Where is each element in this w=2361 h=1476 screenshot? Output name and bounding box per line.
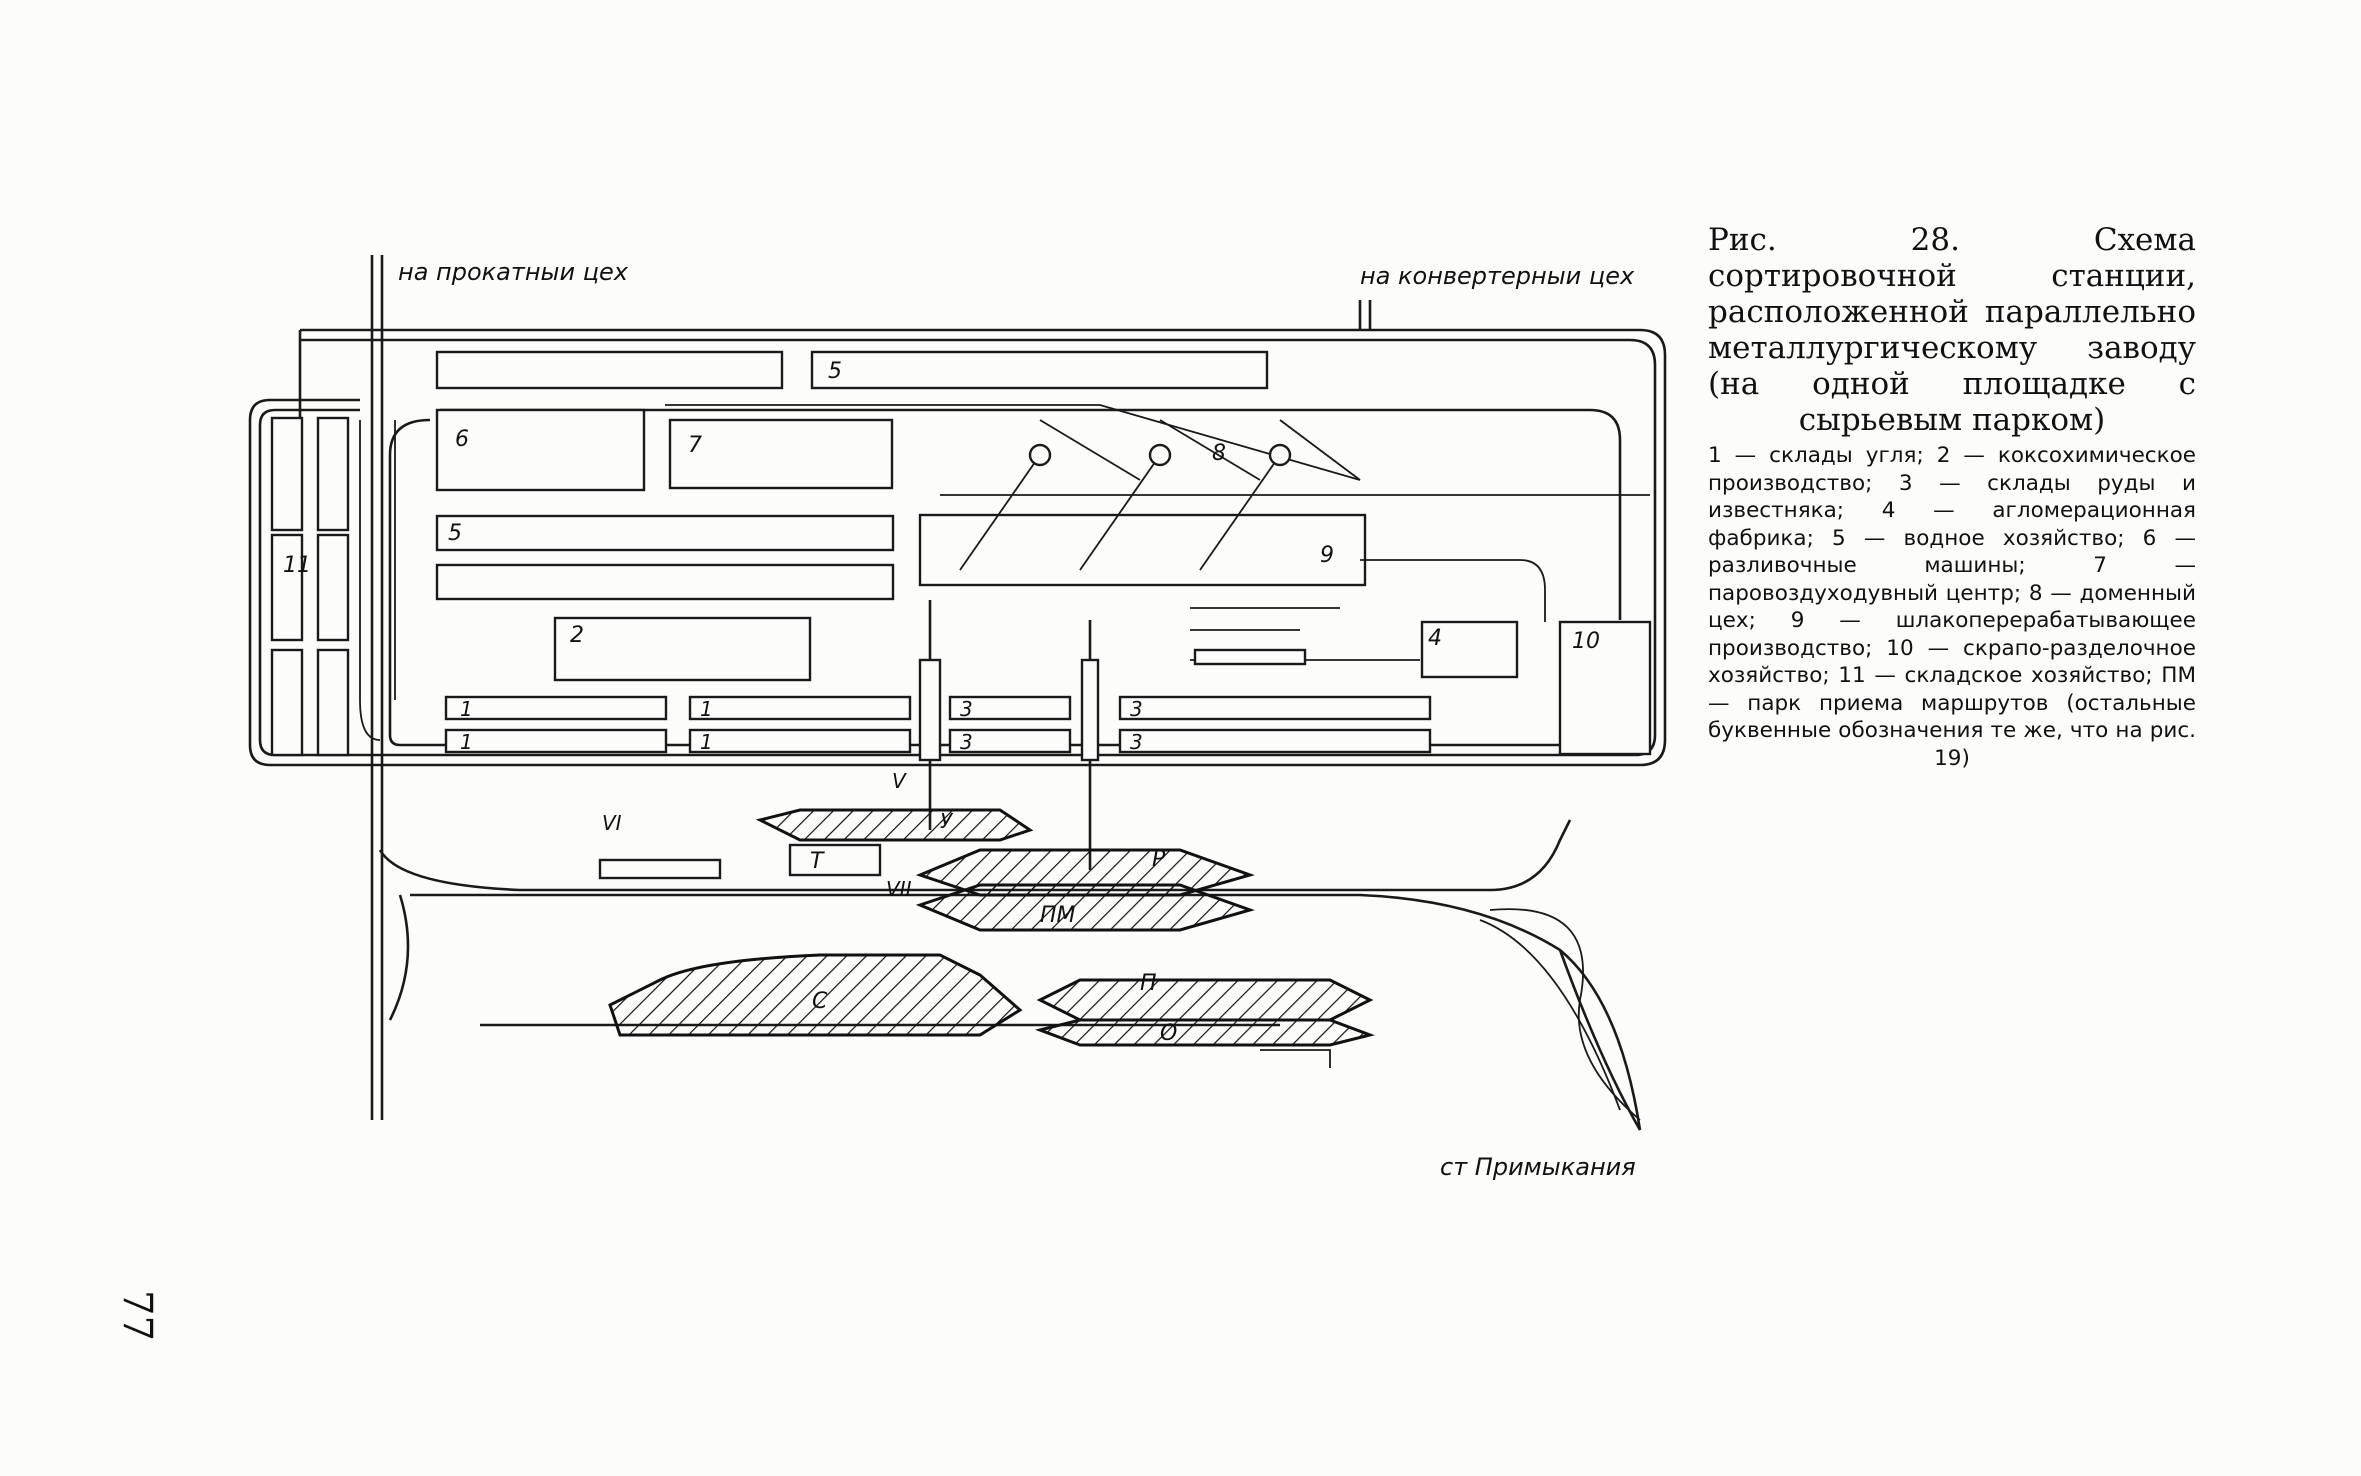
label-building-1-d: 1 [700, 730, 713, 754]
label-park-o: О [1160, 1021, 1177, 1046]
plant-to-yard-links [918, 600, 1420, 870]
building-1-d [688, 728, 912, 754]
label-building-4: 4 [1428, 626, 1442, 651]
park-u [755, 808, 1034, 842]
building-5-mid [435, 514, 895, 552]
building-5-top-left [435, 350, 784, 390]
page-number: 77 [114, 1290, 160, 1341]
building-6 [435, 408, 646, 492]
building-3-b [1118, 695, 1432, 721]
label-marker-v: V [892, 769, 907, 793]
park-t-box [788, 843, 882, 877]
label-to-rolling-shop: на прокатныи цех [398, 258, 629, 286]
caption-title: Рис. 28. Схема сортировочной станции, ра… [1708, 222, 2196, 438]
building-3-a [948, 695, 1072, 721]
caption-legend: 1 — склады угля; 2 — коксохимическое про… [1708, 443, 2196, 771]
plant-perimeter-tracks [248, 300, 1667, 767]
label-building-5-mid: 5 [448, 521, 462, 546]
building-11-c [270, 533, 304, 642]
label-building-3-a: 3 [960, 697, 973, 721]
building-5-top [810, 350, 1269, 390]
depot-vi [598, 858, 722, 880]
label-park-p: П [1140, 971, 1157, 996]
building-3-c [948, 728, 1072, 754]
building-7 [668, 418, 894, 490]
label-building-10: 10 [1572, 629, 1600, 654]
label-park-t: Т [810, 849, 825, 874]
label-building-5-top: 5 [828, 359, 842, 384]
building-4 [1420, 620, 1519, 679]
label-building-3-d: 3 [1130, 730, 1143, 754]
strip-unnamed [435, 563, 895, 601]
park-p [1036, 978, 1374, 1022]
label-marker-vii: VII [886, 877, 912, 901]
label-building-3-b: 3 [1130, 697, 1143, 721]
label-building-9: 9 [1320, 543, 1334, 568]
building-11-a [270, 416, 304, 532]
building-1-a [444, 695, 668, 721]
building-11-d [316, 533, 350, 642]
line-to-junction [1558, 949, 1642, 1131]
building-11-f [316, 648, 350, 757]
building-11-e [270, 648, 304, 757]
label-junction-station: ст Примыкания [1440, 1153, 1636, 1181]
buildings [270, 350, 1652, 757]
figure-caption: Рис. 28. Схема сортировочной станции, ра… [1708, 222, 2196, 772]
label-to-converter-shop: на конвертерныи цех [1360, 262, 1635, 290]
label-building-2: 2 [570, 623, 584, 648]
label-marker-vi: VI [602, 811, 622, 835]
station-yards [378, 808, 1642, 1131]
label-building-1-c: 1 [460, 730, 473, 754]
park-o [1034, 1018, 1376, 1047]
building-11-b [316, 416, 350, 532]
building-2 [553, 616, 812, 682]
label-park-r: Р [1152, 847, 1166, 872]
building-1-b [688, 695, 912, 721]
label-building-7: 7 [688, 433, 702, 458]
building-9-zone [918, 513, 1367, 587]
label-building-6: 6 [455, 427, 469, 452]
label-building-3-c: 3 [960, 730, 973, 754]
left-vertical-tracks [359, 255, 396, 1120]
label-building-1-a: 1 [460, 697, 473, 721]
park-pm [915, 883, 1255, 932]
building-10 [1558, 620, 1652, 756]
building-1-c [444, 728, 668, 754]
label-building-8: 8 [1212, 441, 1226, 466]
label-building-1-b: 1 [700, 697, 713, 721]
label-park-pm: ПМ [1040, 903, 1076, 928]
label-park-u: У [940, 809, 954, 833]
building-3-d [1118, 728, 1432, 754]
blast-furnace-tracks [665, 404, 1650, 622]
label-building-11: 11 [283, 553, 311, 578]
scheme-labels: на прокатныи цех на конвертерныи цех ст … [283, 258, 1636, 1181]
label-park-s: С [812, 989, 828, 1014]
park-s [608, 953, 1023, 1037]
